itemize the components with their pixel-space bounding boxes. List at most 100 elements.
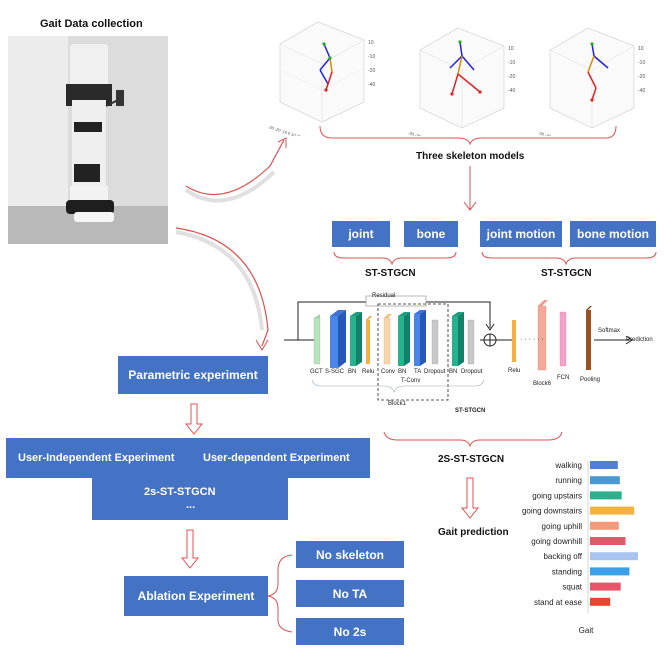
- layer-label-conv: Conv: [381, 369, 396, 375]
- block1-label: Block1: [388, 401, 407, 407]
- user-dependent-experiment-label: User-dependent Experiment: [203, 452, 350, 464]
- layer-dropout-2: [467, 319, 475, 365]
- tconv-label: T-Conv: [401, 378, 421, 384]
- softmax-label: Softmax: [598, 328, 621, 334]
- category-label: going upstairs: [532, 491, 582, 500]
- category-label: running: [555, 476, 582, 485]
- parametric-experiment-box: Parametric experiment: [118, 356, 268, 394]
- gait-bar: [590, 491, 622, 500]
- gait-bar: [590, 476, 620, 485]
- category-label: going uphill: [542, 522, 583, 531]
- bone-motion-stream-box: bone motion: [570, 221, 656, 247]
- right-stream-model-label: ST-STGCN: [541, 268, 592, 279]
- skeleton-plot-2: 10 -10 -20 -40 -30 -20 -10 0 10 20 30: [408, 27, 515, 147]
- svg-text:-30 -20 -10 0 10 20 30: -30 -20 -10 0 10 20 30: [538, 130, 578, 136]
- skeleton-plots: 10 -10 -20 -40 -30 -20 -10 0 10 20 30 10 -10…: [260, 10, 660, 147]
- gait-bar: [590, 552, 638, 561]
- svg-text:10: 10: [508, 46, 514, 52]
- svg-text:-40: -40: [638, 88, 645, 94]
- layer-label-bn-2: BN: [398, 369, 407, 375]
- layer-label-dropout-1: Dropout: [424, 369, 446, 375]
- network-name-label: ST-STGCN: [455, 408, 486, 414]
- gait-bar: [590, 521, 619, 530]
- pooling-label: Pooling: [580, 377, 601, 383]
- svg-text:-20: -20: [368, 68, 375, 74]
- joint-motion-stream-box: joint motion: [480, 221, 562, 247]
- joint-stream-box: joint: [332, 221, 390, 247]
- svg-text:-20: -20: [508, 74, 515, 80]
- network-dots: · · · · · ·: [520, 336, 544, 343]
- layer-label-dropout-2: Dropout: [461, 369, 483, 375]
- skeleton-plot-1: 10 -10 -20 -40 -30 -20 -10 0 10 20 30: [268, 21, 375, 141]
- svg-text:10: 10: [638, 46, 644, 52]
- bone-stream-box: bone: [404, 221, 458, 247]
- gait-bar: [590, 597, 611, 606]
- layer-bn-3: [452, 312, 464, 366]
- gait-collection-title: Gait Data collection: [40, 18, 143, 30]
- svg-text:-30 -20 -10 0 10 20 30: -30 -20 -10 0 10 20 30: [268, 124, 308, 136]
- category-label: going downhill: [531, 537, 582, 546]
- fcn-shape: [559, 311, 567, 367]
- layer-label-relu-1: Relu: [362, 369, 375, 375]
- gait-collection-photo: [8, 36, 168, 244]
- gait-prediction-label: Gait prediction: [438, 527, 509, 538]
- model-2s-st-stgcn-label: 2s-ST-STGCN: [144, 486, 216, 498]
- layer-bn-2: [398, 312, 410, 366]
- fcn-label: FCN: [557, 375, 570, 381]
- layer-label-s-sgc: S-SGC: [325, 369, 345, 375]
- category-label: going downstairs: [522, 507, 582, 516]
- ablation-no-skeleton-box: No skeleton: [296, 541, 404, 568]
- chart-x-label: Gait: [579, 626, 594, 635]
- experiments-panel: [6, 438, 370, 520]
- fusion-label: 2S-ST-STGCN: [438, 454, 505, 465]
- layer-dropout-1: [431, 319, 439, 365]
- gait-bar: [590, 537, 626, 545]
- svg-text:-20: -20: [638, 74, 645, 80]
- svg-text:-10: -10: [638, 60, 645, 66]
- gait-bar: [590, 461, 618, 469]
- layer-relu-2: [512, 320, 516, 362]
- experiments-top-row: [6, 438, 370, 478]
- category-label: squat: [562, 583, 582, 592]
- layer-s-sgc: [330, 310, 346, 368]
- category-label: standing: [552, 567, 582, 576]
- layer-conv: [383, 314, 392, 365]
- svg-text:-10: -10: [508, 60, 515, 66]
- layer-gct: [313, 314, 321, 365]
- svg-text:-40: -40: [368, 82, 375, 88]
- svg-text:-30 -20 -10 0 10 20 30: -30 -20 -10 0 10 20 30: [408, 130, 448, 136]
- pooling-shape: [586, 306, 592, 370]
- layer-label-gct: GCT: [310, 369, 323, 375]
- layer-ta: [414, 310, 426, 366]
- user-independent-experiment-label: User-Independent Experiment: [18, 452, 175, 464]
- prediction-output-label: Prediction: [626, 337, 653, 343]
- layer-label-ta: TA: [414, 369, 422, 375]
- gait-bar: [590, 567, 630, 576]
- layer-relu-1: [366, 316, 372, 364]
- experiments-bottom-row: [92, 476, 288, 520]
- gait-bar: [590, 506, 635, 515]
- residual-label: Residual: [372, 293, 396, 299]
- experiments-ellipsis: ...: [186, 499, 196, 511]
- category-label: backing off: [543, 552, 582, 561]
- svg-text:10: 10: [368, 40, 374, 46]
- ablation-no-ta-box: No TA: [296, 580, 404, 607]
- layer-bn-1: [350, 312, 362, 366]
- network-architecture: [280, 286, 664, 422]
- ablation-no-2s-box: No 2s: [296, 618, 404, 645]
- layer-label-bn-3: BN: [449, 369, 458, 375]
- category-label: walking: [554, 461, 582, 470]
- svg-text:-40: -40: [508, 88, 515, 94]
- skeleton-plot-3: 10 -10 -20 -40 -30 -20 -10 0 10 20 30: [538, 27, 645, 147]
- ablation-experiment-box: Ablation Experiment: [124, 576, 268, 616]
- relu-label: Relu: [508, 368, 521, 374]
- category-label: stand at ease: [534, 598, 583, 607]
- block6-shape: [537, 300, 548, 371]
- left-stream-model-label: ST-STGCN: [365, 268, 416, 279]
- skeleton-caption: Three skeleton models: [416, 151, 525, 162]
- gait-bar: [590, 582, 621, 591]
- layer-label-bn-1: BN: [348, 369, 357, 375]
- svg-text:-10: -10: [368, 54, 375, 60]
- block6-label: Block6: [533, 381, 552, 387]
- gait-chart: walking running going upstairs going downst…: [500, 455, 664, 635]
